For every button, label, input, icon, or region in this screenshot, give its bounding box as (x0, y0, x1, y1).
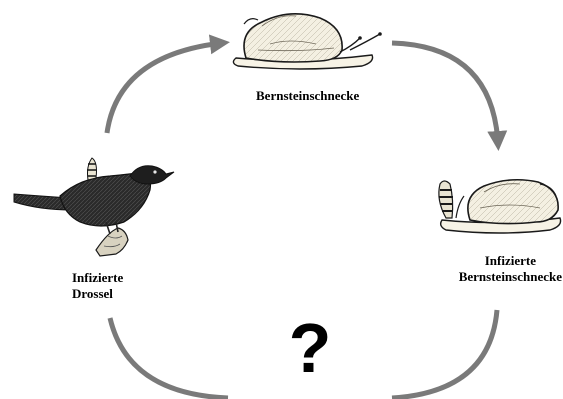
label-bernsteinschnecke-text: Bernsteinschnecke (256, 88, 359, 104)
arrow-snail-to-infected-snail (392, 43, 498, 143)
label-infected-snail-line2: Bernsteinschnecke (459, 269, 562, 285)
label-infected-snail-line1: Infizierte (459, 253, 562, 269)
thrush-icon (14, 158, 174, 256)
label-infected-thrush: Infizierte Drossel (72, 270, 123, 302)
label-bernsteinschnecke: Bernsteinschnecke (256, 88, 359, 104)
arrow-infected-snail-to-thrush (392, 310, 497, 398)
snail-icon (233, 14, 381, 69)
label-infected-thrush-line2: Drossel (72, 286, 123, 302)
arrow-bottom-left-segment (110, 318, 228, 398)
arrow-thrush-to-snail (107, 43, 222, 133)
label-infected-thrush-line1: Infizierte (72, 270, 123, 286)
label-infected-snail: Infizierte Bernsteinschnecke (459, 253, 562, 285)
infected-snail-icon (439, 180, 561, 233)
unknown-step-question-mark: ? (280, 308, 340, 388)
